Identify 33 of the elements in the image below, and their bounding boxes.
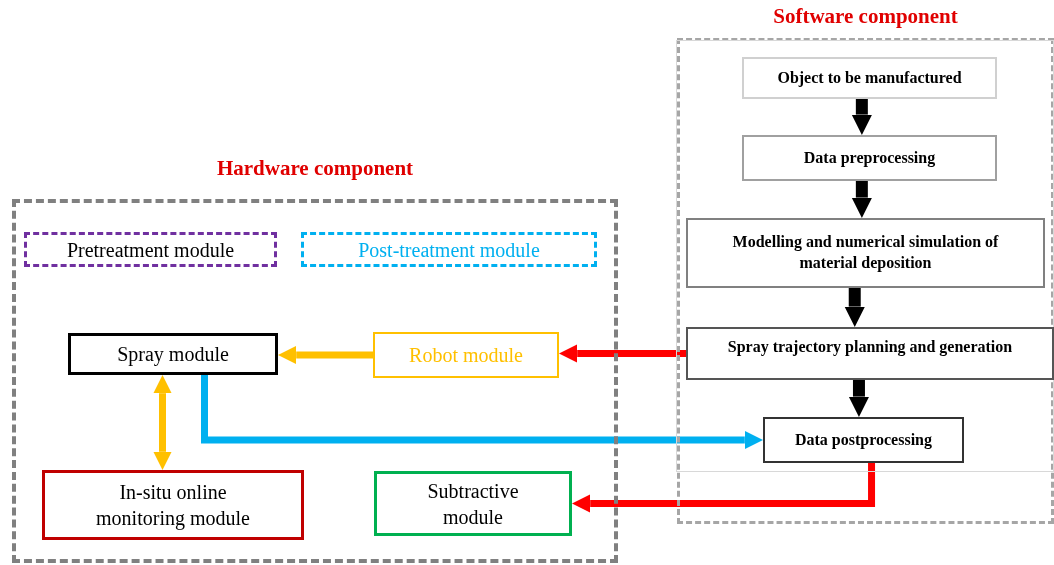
module-box (742, 135, 997, 181)
arrow (572, 463, 876, 513)
box-label: Object to be manufactured (776, 67, 963, 89)
box-label: Post-treatment module (357, 237, 541, 263)
arrow (848, 380, 870, 417)
module-box (24, 232, 277, 267)
arrow (201, 375, 763, 450)
module-box (686, 327, 1054, 380)
module-box (301, 232, 597, 267)
box-label: Subtractive module (426, 478, 520, 530)
arrow (278, 345, 373, 365)
module-box (742, 57, 997, 99)
arrow (153, 375, 172, 470)
arrow (851, 181, 873, 218)
arrow (844, 288, 865, 327)
module-box (686, 218, 1045, 288)
module-box (68, 333, 278, 375)
box-label: Pretreatment module (65, 237, 236, 263)
group-title: Hardware component (215, 156, 415, 181)
module-box (763, 417, 964, 463)
box-label: Data preprocessing (802, 147, 937, 169)
module-box (374, 471, 572, 536)
arrow (851, 99, 873, 135)
arrow (559, 344, 686, 363)
box-label: Robot module (408, 343, 524, 368)
box-label: Spray module (116, 342, 230, 367)
group-title: Software component (772, 4, 959, 29)
box-label: Spray trajectory planning and generation (726, 337, 1014, 358)
module-box (373, 332, 559, 378)
box-label: Data postprocessing (793, 429, 933, 451)
module-box (42, 470, 304, 540)
box-label: In-situ online monitoring module (95, 480, 251, 531)
box-label: Modelling and numerical simulation of material deposition (731, 232, 1000, 274)
